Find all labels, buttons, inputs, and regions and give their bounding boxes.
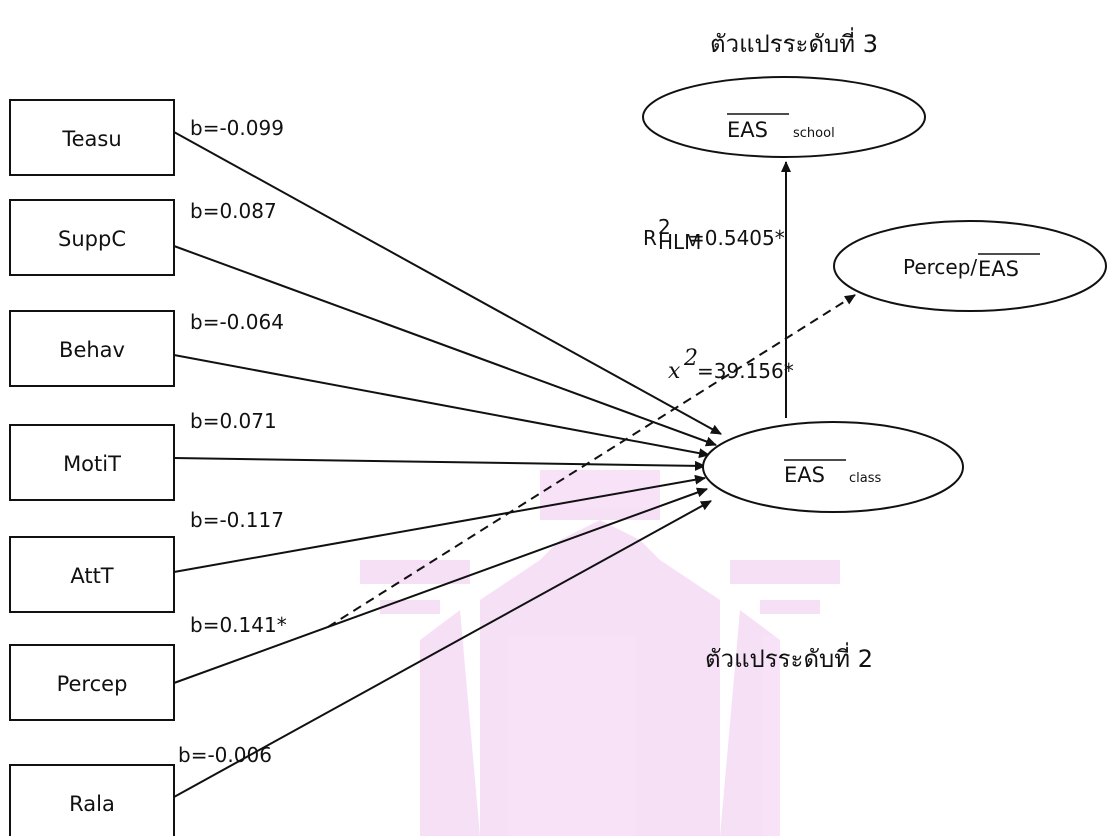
r2-value: =0.5405* — [688, 226, 785, 250]
predictor-box-percep: Percep — [9, 644, 175, 721]
coef-label-rala: b=-0.006 — [178, 743, 272, 767]
predictor-label: Rala — [69, 792, 115, 816]
predictor-box-attt: AttT — [9, 536, 175, 613]
predictor-box-behav: Behav — [9, 310, 175, 387]
predictor-box-suppc: SuppC — [9, 199, 175, 276]
r2-statistic: R 2 HLM =0.5405* — [643, 215, 785, 254]
coef-label-attt: b=-0.117 — [190, 508, 284, 532]
coef-label-motit: b=0.071 — [190, 409, 277, 433]
arrow-percep — [173, 487, 708, 684]
r2-symbol: R — [643, 226, 657, 250]
eas-label: EAS — [978, 257, 1019, 281]
coef-label-suppc: b=0.087 — [190, 199, 277, 223]
chi-value: =39.156* — [697, 359, 794, 383]
level-3-heading: ตัวแปรระดับที่ 3 — [710, 27, 878, 58]
watermark-seal — [360, 470, 840, 836]
arrow-behav — [173, 354, 710, 459]
predictor-label: SuppC — [58, 227, 126, 251]
r2-sup: 2 — [658, 215, 671, 239]
predictor-label: Behav — [59, 338, 125, 362]
arrow-attt — [173, 474, 706, 573]
predictor-box-teasu: Teasu — [9, 99, 175, 176]
predictor-label: Percep — [57, 672, 128, 696]
eas-label: EAS — [727, 118, 768, 142]
node-eas-class: EAS class — [702, 421, 964, 513]
predictor-box-motit: MotiT — [9, 424, 175, 501]
percep-prefix: Percep/ — [903, 255, 977, 279]
arrow-rala — [173, 500, 712, 798]
coef-label-behav: b=-0.064 — [190, 310, 284, 334]
chi-square-statistic: x 2 =39.156* — [668, 346, 794, 384]
eas-label: EAS — [784, 463, 825, 487]
arrow-motit — [173, 457, 706, 471]
predictor-box-rala: Rala — [9, 764, 175, 836]
chi-sup: 2 — [683, 346, 698, 371]
predictor-label: Teasu — [61, 127, 121, 151]
arrow-teasu — [173, 131, 722, 435]
subscript-label: school — [793, 126, 835, 141]
coef-label-teasu: b=-0.099 — [190, 116, 284, 140]
predictor-label: AttT — [70, 564, 113, 588]
subscript-label: class — [849, 471, 881, 486]
r2-sub: HLM — [658, 230, 701, 254]
predictor-label: MotiT — [63, 452, 121, 476]
chi-symbol: x — [668, 359, 681, 384]
coef-label-percep: b=0.141* — [190, 613, 287, 637]
node-percep-ratio: Percep/ EAS — [833, 220, 1107, 312]
node-eas-school: EAS school — [642, 76, 926, 158]
level-2-heading: ตัวแปรระดับที่ 2 — [705, 642, 873, 673]
arrow-suppc — [173, 245, 717, 447]
